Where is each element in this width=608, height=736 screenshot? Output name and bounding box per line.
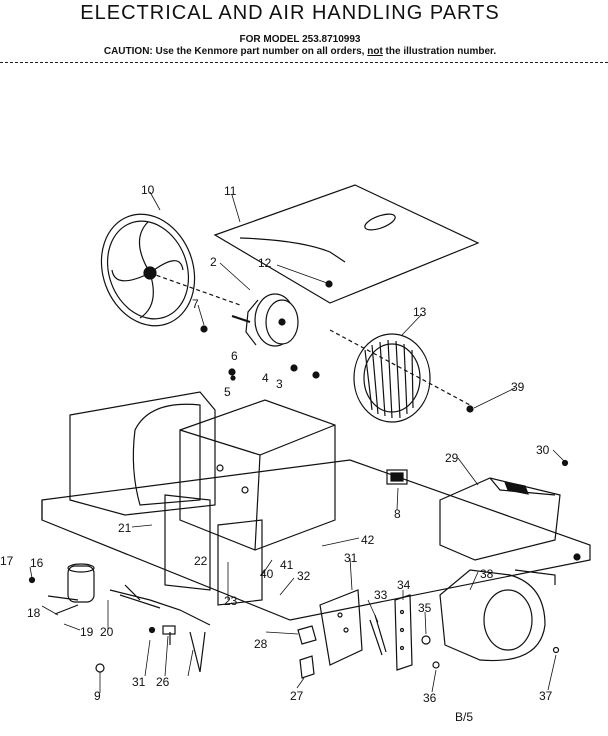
- part-label: 37: [539, 689, 553, 703]
- part-label: 11: [224, 184, 237, 198]
- part-label: 40: [260, 567, 274, 581]
- part-label: 5: [224, 385, 231, 399]
- part-label: 2: [210, 255, 217, 269]
- part-label: 20: [100, 625, 114, 639]
- caution-prefix: CAUTION: Use the Kenmore part number on …: [103, 46, 368, 57]
- part-label: 22: [194, 554, 208, 568]
- blower-housing-top: [439, 477, 561, 561]
- switch-part: [386, 469, 408, 485]
- part-label: 38: [480, 567, 494, 581]
- part-label: 18: [27, 606, 41, 620]
- capacitor: [67, 563, 95, 603]
- part-label: 27: [290, 689, 304, 703]
- part-number-labels: 10 11 2 12 7 13 6 4 5 3 39 30 29 8 42 21…: [0, 183, 553, 705]
- part-label: 33: [374, 588, 388, 602]
- part-label: 4: [262, 371, 269, 385]
- part-label: 41: [280, 558, 294, 572]
- part-label: 42: [361, 533, 375, 547]
- fan-motor: [231, 293, 299, 347]
- caution-underlined: not: [367, 46, 383, 57]
- blower-scroll: [439, 569, 556, 662]
- blower-wheel: [329, 329, 471, 423]
- part-label: 6: [231, 349, 238, 363]
- model-line: FOR MODEL 253.8710993: [239, 34, 361, 45]
- caution-note: CAUTION: Use the Kenmore part number on …: [30, 46, 570, 57]
- header-rule: [0, 62, 608, 64]
- part-label: 7: [192, 297, 199, 311]
- part-label: 31: [344, 551, 358, 565]
- part-label: 3: [276, 377, 283, 391]
- part-label: 9: [94, 689, 101, 703]
- part-label: 34: [397, 578, 411, 592]
- part-label: 13: [413, 305, 427, 319]
- part-label: 32: [297, 569, 311, 583]
- switch-knob: [390, 472, 404, 482]
- part-label: 28: [254, 637, 268, 651]
- part-label: 17: [0, 554, 14, 568]
- part-label: 36: [423, 691, 437, 705]
- condenser-fan-blade: [100, 213, 241, 327]
- part-label: 12: [258, 256, 272, 270]
- part-label: 29: [445, 451, 459, 465]
- control-bracket-plates: [319, 589, 413, 671]
- leader-lines: [29, 191, 566, 693]
- part-label: 39: [511, 380, 525, 394]
- part-label: 23: [224, 594, 238, 608]
- part-label: 10: [141, 183, 155, 197]
- part-label: 8: [394, 507, 401, 521]
- part-label: 30: [536, 443, 550, 457]
- part-label: 21: [118, 521, 132, 535]
- page-title: ELECTRICAL AND AIR HANDLING PARTS: [80, 2, 500, 24]
- top-cover-panel: [213, 184, 480, 304]
- part-label: 31: [132, 675, 146, 689]
- page-reference: B/5: [455, 710, 474, 724]
- base-pan-chassis: [41, 391, 591, 621]
- caution-suffix: the illustration number.: [382, 46, 497, 57]
- part-label: 16: [30, 556, 44, 570]
- part-label: 35: [418, 601, 432, 615]
- hardware-fasteners: [200, 280, 581, 561]
- part-label: 26: [156, 675, 170, 689]
- part-label: 19: [80, 625, 94, 639]
